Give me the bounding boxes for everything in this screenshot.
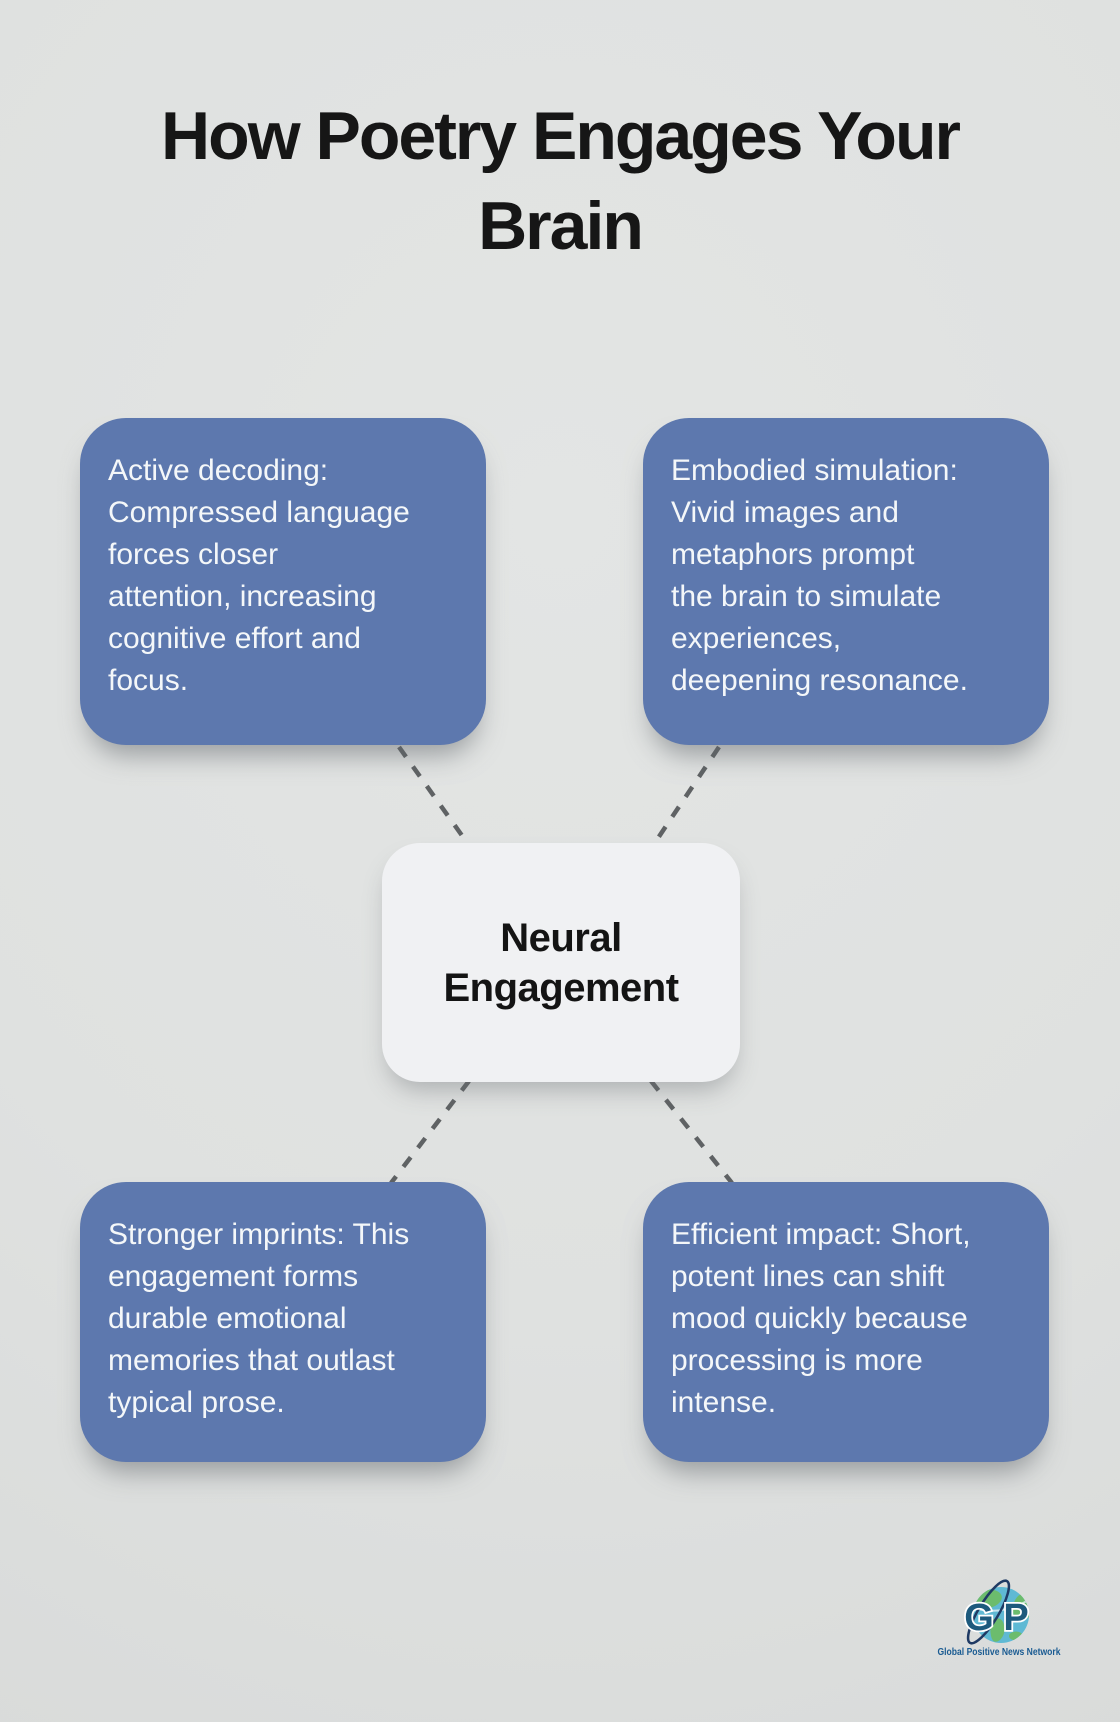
node-card-efficient-impact: Efficient impact: Short, potent lines ca… [643,1182,1049,1462]
connector-bottom-left [389,1079,471,1185]
center-node-neural-engagement: Neural Engagement [382,843,740,1082]
center-node-label: Neural Engagement [443,915,679,1010]
node-text-embodied-simulation: Embodied simulation: Vivid images and me… [671,454,968,697]
node-text-active-decoding: Active decoding: Compressed language for… [108,454,410,697]
logo-caption: Global Positive News Network [938,1646,1061,1658]
logo-letter-p: P [1003,1597,1028,1639]
node-card-stronger-imprints: Stronger imprints: This engagement forms… [80,1182,486,1462]
node-text-stronger-imprints: Stronger imprints: This engagement forms… [108,1218,410,1419]
node-card-active-decoding: Active decoding: Compressed language for… [80,418,486,745]
logo-global-positive-news-network: G P Global Positive News Network [900,1576,1100,1666]
logo-letter-g: G [964,1597,994,1639]
orbit-ellipse [966,1579,1011,1645]
connector-top-left [397,745,470,846]
node-text-efficient-impact: Efficient impact: Short, potent lines ca… [671,1218,971,1419]
connector-top-right [652,745,721,846]
page-title: How Poetry Engages Your Brain [161,98,961,264]
node-card-embodied-simulation: Embodied simulation: Vivid images and me… [643,418,1049,745]
globe-orbit-icon: G P Global Positive News Network [938,1579,1061,1658]
connector-bottom-right [649,1079,734,1185]
